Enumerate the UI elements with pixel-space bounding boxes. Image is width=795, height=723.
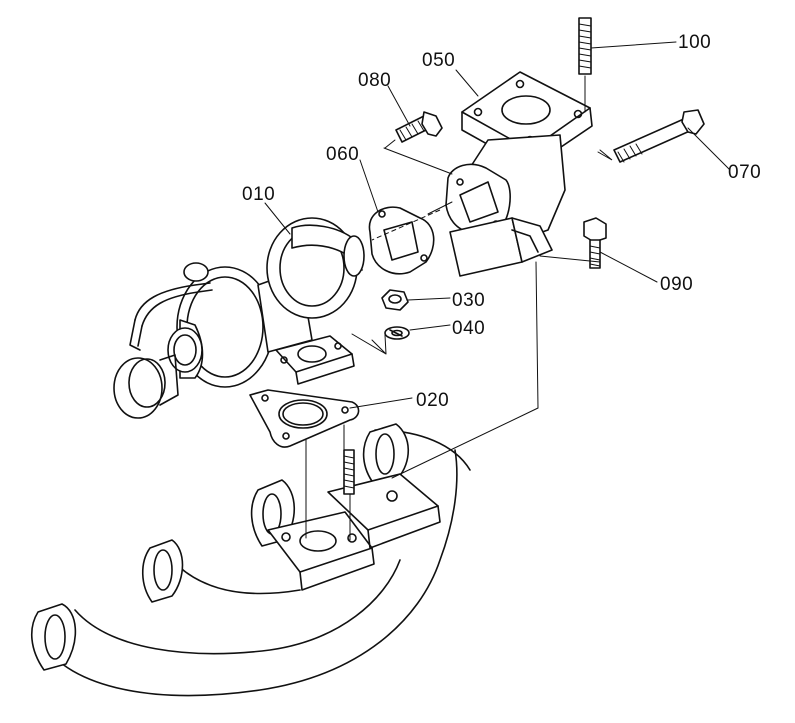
part-090-label: 090: [660, 274, 693, 295]
part-050-label: 050: [422, 50, 455, 71]
nut: [381, 289, 409, 311]
leader-lines: [264, 41, 731, 409]
part-060-label: 060: [326, 144, 359, 165]
egr-gasket: [368, 206, 435, 275]
turbo-gasket: [249, 389, 360, 448]
turbocharger: [113, 217, 365, 419]
spring-washer: [384, 326, 410, 340]
assembly-lines: [305, 75, 613, 541]
part-030-label: 030: [452, 290, 485, 311]
part-070-label: 070: [728, 162, 761, 183]
manifold-stud: [343, 449, 355, 495]
egr-elbow: [445, 71, 593, 277]
hex-bolt: [583, 217, 607, 269]
stud-bolt: [578, 17, 592, 75]
exhaust-manifold: [30, 423, 471, 697]
long-bolt: [613, 109, 705, 163]
part-080-label: 080: [358, 70, 391, 91]
part-020-label: 020: [416, 390, 449, 411]
short-bolt: [395, 111, 443, 143]
part-labels: 010 020 030 040 050 060 070 080 090 100: [242, 32, 761, 411]
part-010-label: 010: [242, 184, 275, 205]
part-100-label: 100: [678, 32, 711, 53]
part-040-label: 040: [452, 318, 485, 339]
